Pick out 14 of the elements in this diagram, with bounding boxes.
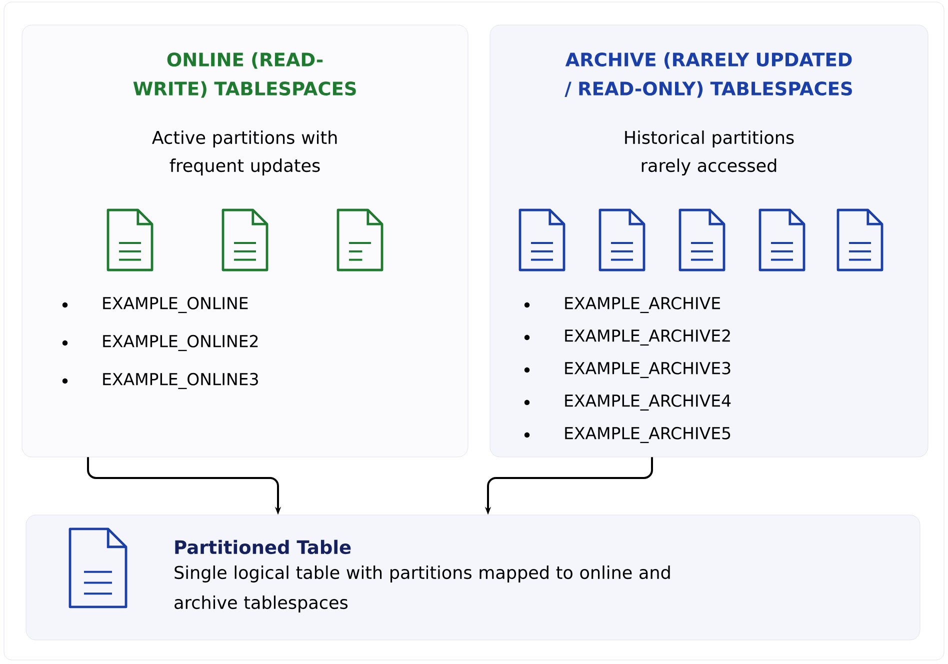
bullet-item: EXAMPLE_ARCHIVE2	[565, 329, 730, 346]
bullet-item: EXAMPLE_ONLINE2	[103, 334, 258, 352]
bullet-item: EXAMPLE_ARCHIVE3	[565, 362, 730, 378]
box-title: ONLINE (READ-WRITE) TABLESPACES	[133, 52, 356, 98]
bullet-item: EXAMPLE_ARCHIVE5	[565, 426, 730, 444]
box-title: ARCHIVE (RARELY UPDATED / READ-ONLY) TABLESPACES	[564, 52, 852, 98]
bullet-item: EXAMPLE_ARCHIVE4	[565, 394, 731, 411]
bullet-item: EXAMPLE_ARCHIVE	[565, 296, 720, 314]
description: Historical partitions rarely accessed	[625, 130, 794, 176]
description: Active partitions with frequent updates	[152, 130, 337, 176]
bullet-item: EXAMPLE_ONLINE	[103, 296, 248, 314]
bullet-item: EXAMPLE_ONLINE3	[103, 372, 258, 390]
box-title: Partitioned Table	[175, 540, 351, 554]
description: Single logical table with partitions mapped to online and archive tablespaces	[174, 566, 670, 612]
